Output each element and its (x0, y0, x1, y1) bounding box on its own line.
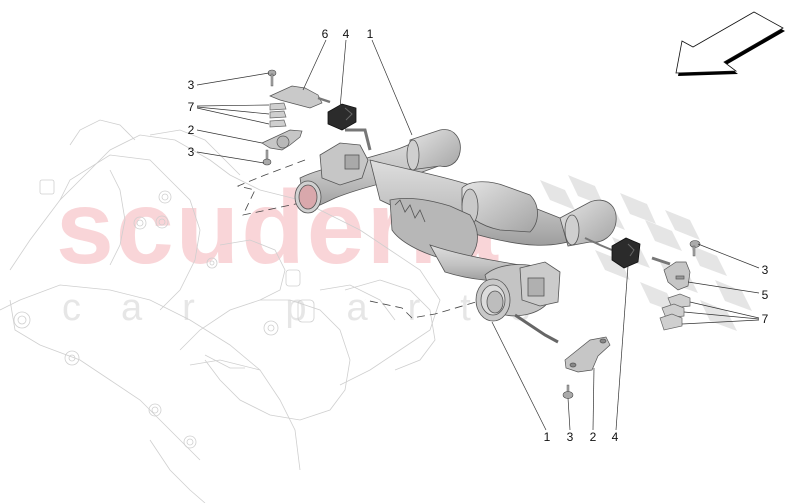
watermark-car-parts: car parts (62, 287, 570, 329)
shims-7-left (269, 102, 287, 128)
callout-2-top-left[interactable]: 2 (187, 123, 195, 137)
shims-7-right (659, 293, 691, 331)
bracket-6 (269, 85, 331, 109)
bracket-2-top (261, 129, 303, 151)
callout-3-right[interactable]: 3 (761, 263, 769, 277)
callout-3-bottom[interactable]: 3 (566, 430, 574, 444)
exhaust-pipe-assembly (294, 128, 671, 344)
vehicle-front-direction-arrow (675, 11, 785, 76)
callout-4-top[interactable]: 4 (342, 27, 350, 41)
screw-3-mid (262, 149, 272, 166)
callout-1-top[interactable]: 1 (366, 27, 374, 41)
chassis-context-outline (0, 119, 441, 503)
rubber-mount-upper (327, 103, 357, 131)
assembly-alignment-lines (236, 159, 501, 319)
callout-1-bottom[interactable]: 1 (543, 430, 551, 444)
callout-2-bottom[interactable]: 2 (589, 430, 597, 444)
callout-7-right[interactable]: 7 (761, 312, 769, 326)
leader-lines (196, 39, 760, 431)
screw-3-right (689, 240, 701, 257)
callout-3-mid-left[interactable]: 3 (187, 145, 195, 159)
screw-3-bottom (562, 384, 574, 399)
bracket-5 (663, 261, 691, 291)
callout-3-top-left[interactable]: 3 (187, 78, 195, 92)
callout-7-top-left[interactable]: 7 (187, 100, 195, 114)
callout-6-top[interactable]: 6 (321, 27, 329, 41)
bracket-2-bottom (564, 336, 611, 373)
rubber-mount-right (611, 237, 641, 269)
callout-4-bottom[interactable]: 4 (611, 430, 619, 444)
callout-5-right[interactable]: 5 (761, 288, 769, 302)
screw-3-top (267, 69, 277, 87)
